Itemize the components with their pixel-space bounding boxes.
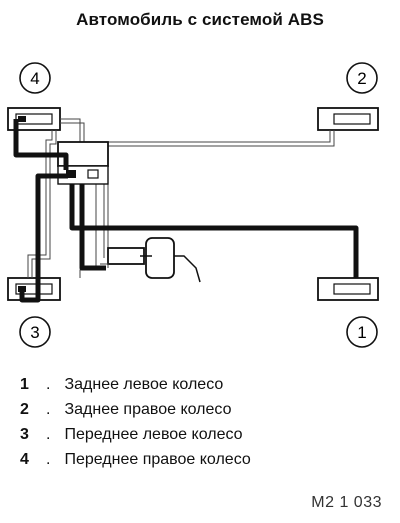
legend-text: Переднее левое колесо (64, 425, 243, 443)
legend-item-4: 4. Переднее правое колесо (12, 447, 372, 472)
legend-dot: . (46, 375, 51, 393)
legend-dot: . (46, 450, 51, 468)
legend-number: 2 (20, 400, 29, 418)
callout-4: 4 (19, 62, 51, 94)
figure-code: M2 1 033 (311, 494, 382, 511)
legend-item-1: 1. Заднее левое колесо (12, 372, 372, 397)
legend-number: 1 (20, 375, 29, 393)
legend-dot: . (46, 400, 51, 418)
legend-text: Заднее левое колесо (64, 375, 224, 393)
legend-number: 4 (20, 450, 29, 468)
callout-3-label: 3 (30, 323, 39, 342)
abs-brake-diagram: 4 2 3 1 (7, 62, 379, 348)
brake-lines (13, 119, 359, 303)
legend-number: 3 (20, 425, 29, 443)
legend-text: Переднее правое колесо (64, 450, 251, 468)
master-cylinder (107, 237, 201, 283)
legend-item-2: 2. Заднее правое колесо (12, 397, 372, 422)
legend: 1. Заднее левое колесо 2. Заднее правое … (12, 372, 372, 472)
legend-item-3: 3. Переднее левое колесо (12, 422, 372, 447)
legend-text: Заднее правое колесо (64, 400, 232, 418)
callout-2-label: 2 (357, 69, 366, 88)
callout-1-label: 1 (357, 323, 366, 342)
wheel-rear-right (317, 107, 379, 131)
callout-1: 1 (346, 316, 378, 348)
wheel-rear-left (317, 277, 379, 301)
callout-4-label: 4 (30, 69, 39, 88)
legend-dot: . (46, 425, 51, 443)
callout-3: 3 (19, 316, 51, 348)
wheel-front-left (7, 277, 61, 301)
wheel-front-right (7, 107, 61, 131)
diagram-title: Автомобиль с системой ABS (76, 10, 324, 29)
callout-2: 2 (346, 62, 378, 94)
